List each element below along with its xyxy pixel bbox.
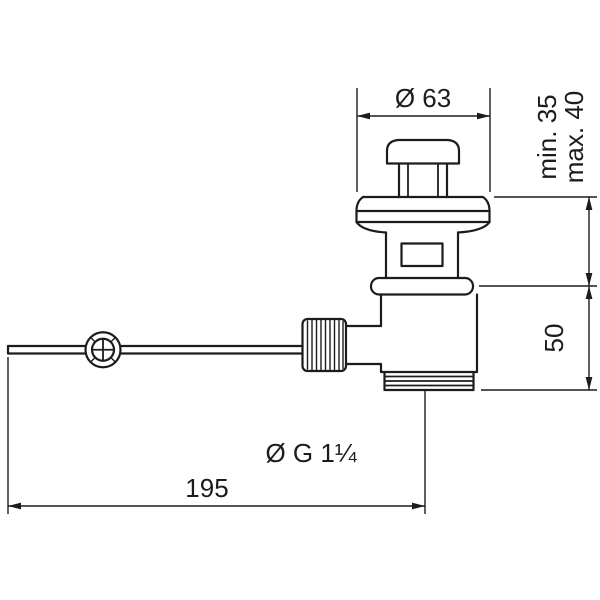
dimension-thread-size: Ø G 1¼ (265, 438, 356, 468)
side-port-neck (344, 324, 383, 366)
knurled-nut (301, 317, 348, 373)
waste-body-upper (384, 231, 460, 280)
pull-rod (6, 344, 304, 355)
dimension-flange-diameter: Ø 63 (356, 83, 491, 192)
rod-screw-joint (84, 331, 122, 369)
dimension-install-depth: min. 35 max. 40 (479, 91, 597, 287)
valve-housing (379, 293, 479, 374)
dim-label-rod-length: 195 (185, 473, 228, 503)
dim-label-body-height: 50 (539, 324, 569, 353)
dim-label-thread-size: Ø G 1¼ (265, 438, 356, 468)
dim-label-flange-diameter: Ø 63 (395, 83, 451, 113)
dim-label-install-min: min. 35 (532, 94, 562, 179)
pop-up-plug-cap (385, 138, 461, 199)
dimension-body-height: 50 (481, 286, 597, 391)
dim-label-install-max: max. 40 (559, 91, 589, 184)
collar-ring (369, 276, 475, 296)
overflow-window (400, 242, 444, 268)
threaded-tail (383, 370, 475, 392)
dimension-rod-length: 195 (7, 357, 426, 514)
flange (355, 195, 491, 234)
